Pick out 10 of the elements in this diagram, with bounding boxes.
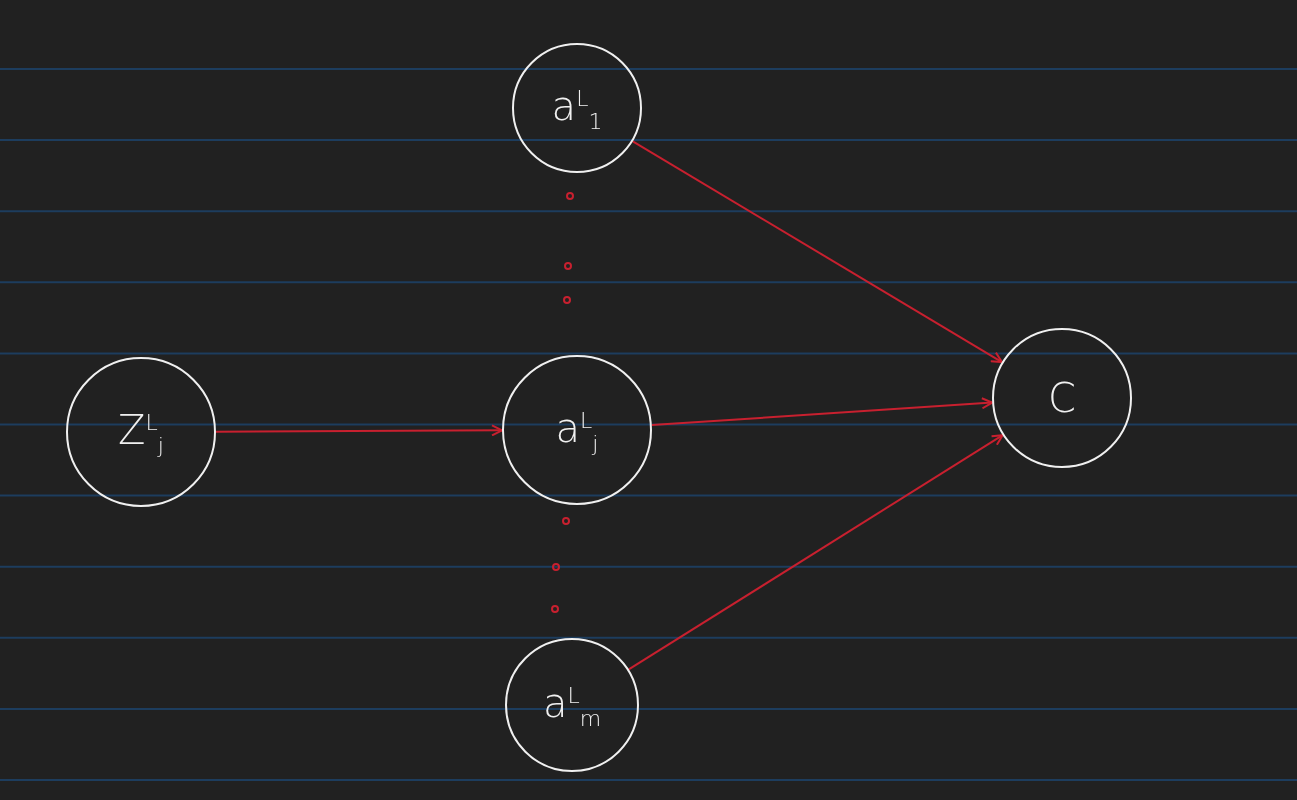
node-circle <box>502 355 652 505</box>
node-circle <box>992 328 1132 468</box>
arrow <box>215 424 503 437</box>
node-circle <box>66 357 216 507</box>
arrow <box>650 397 994 427</box>
node-circle <box>505 638 639 772</box>
arrow <box>631 140 1003 364</box>
arrow <box>627 434 1004 671</box>
node-label: C <box>1048 375 1076 421</box>
node-circle <box>512 43 642 173</box>
